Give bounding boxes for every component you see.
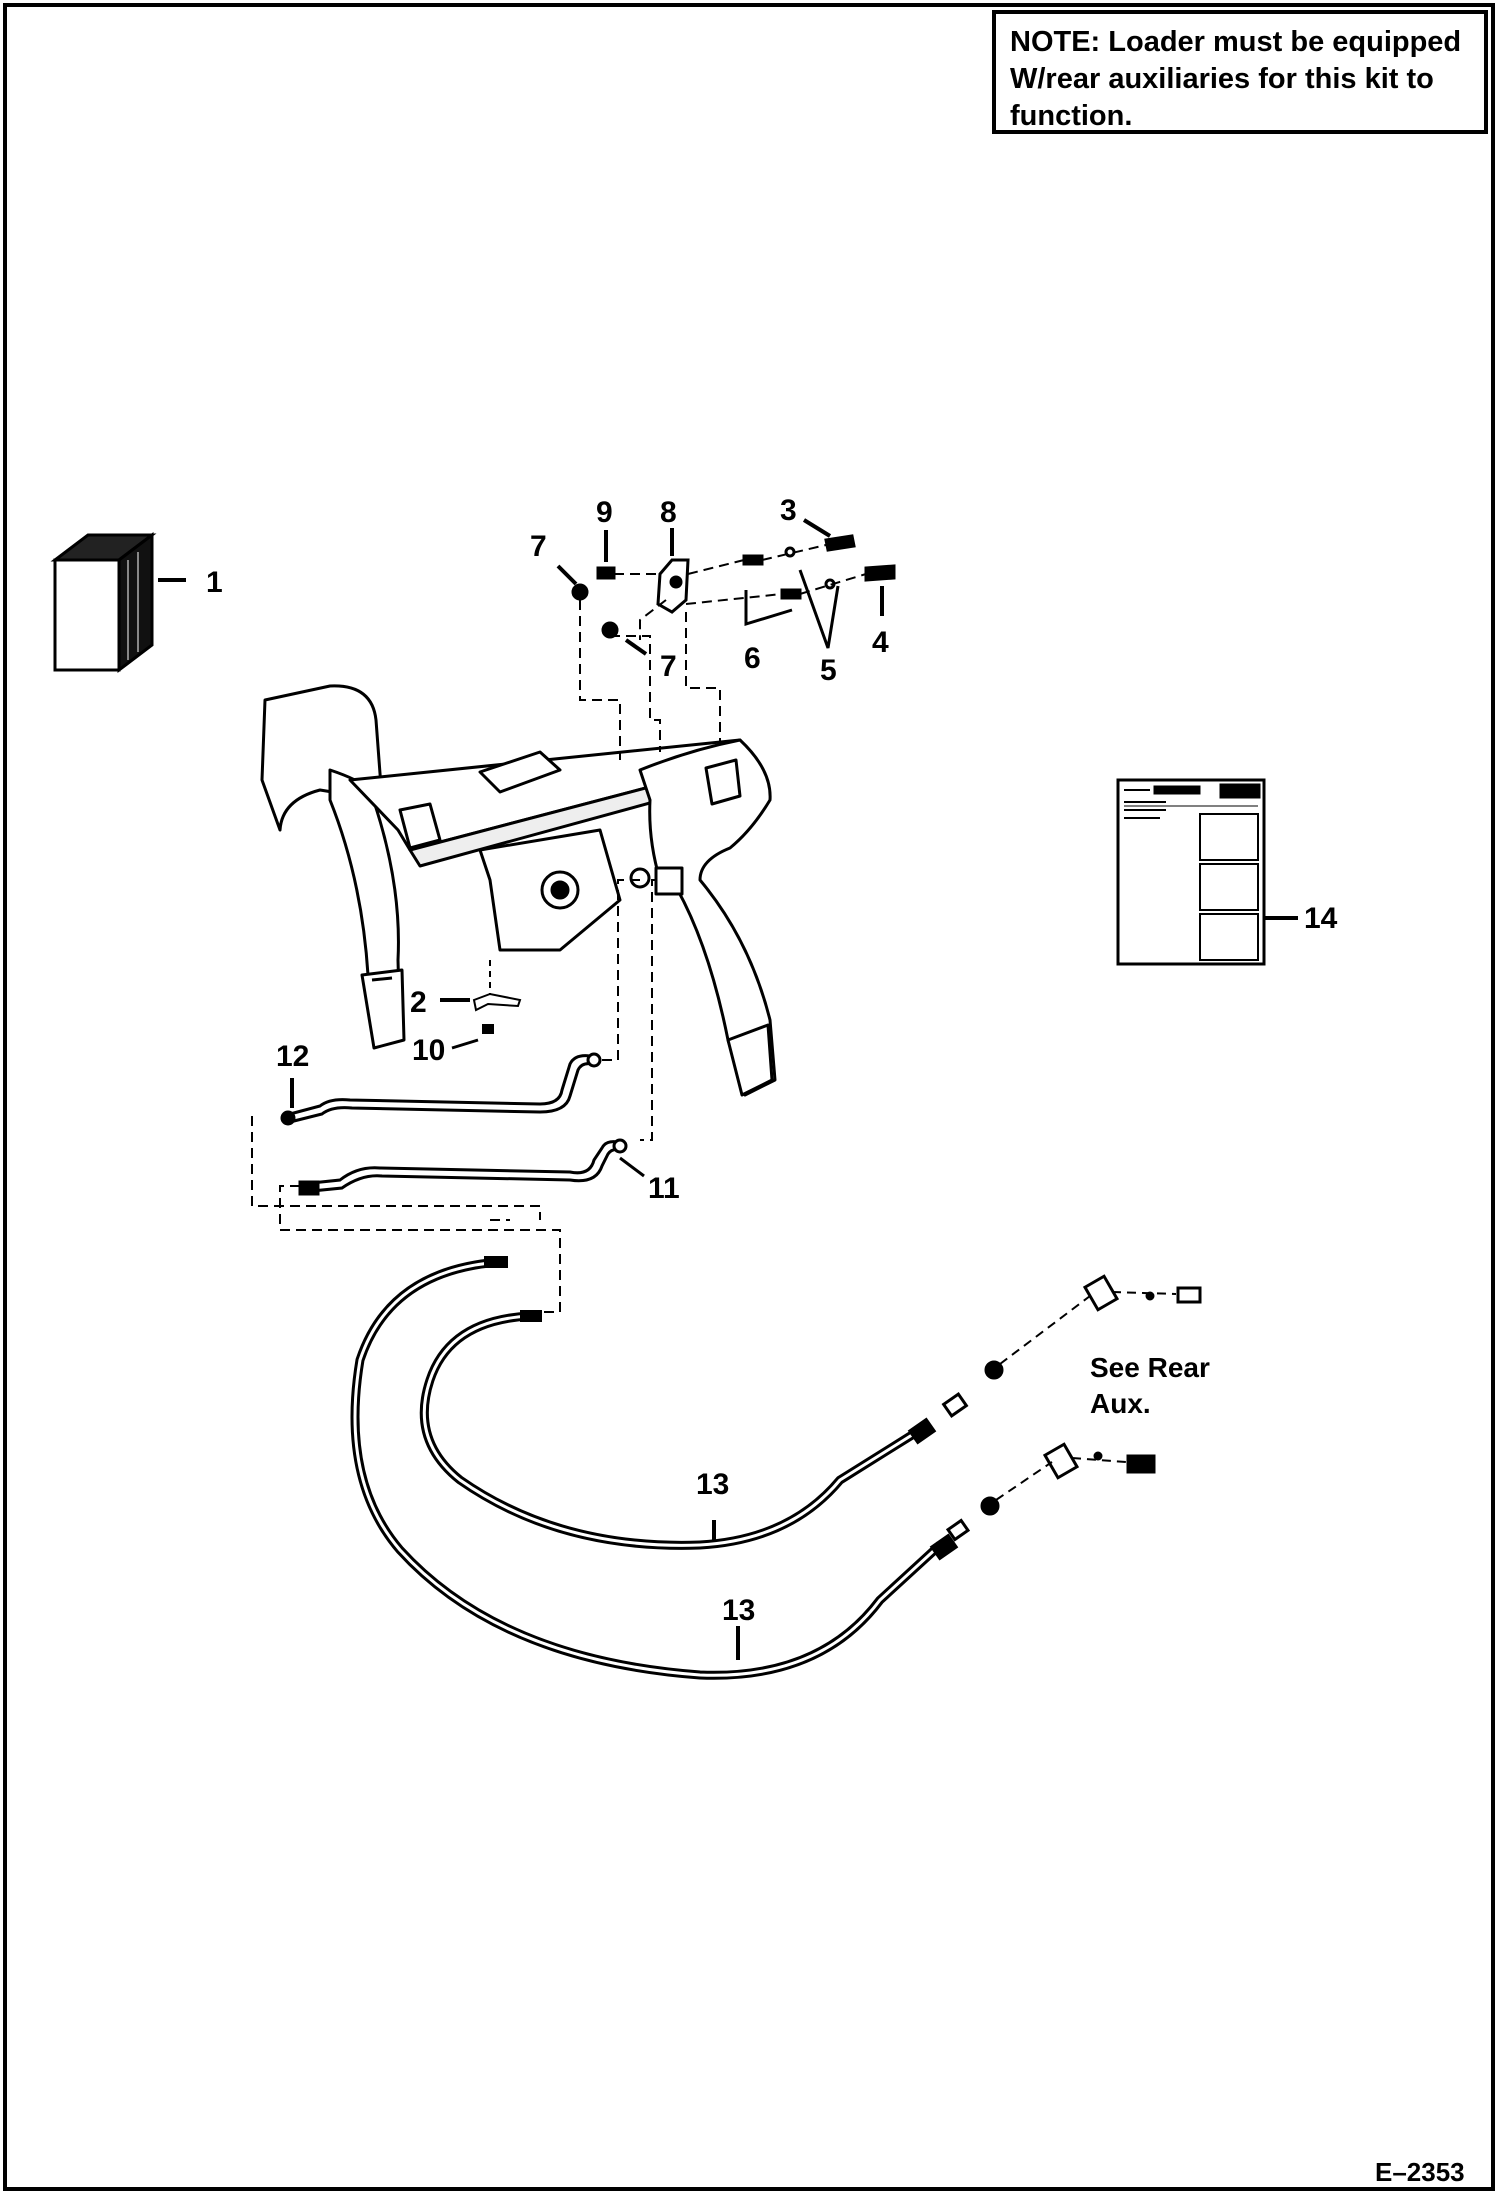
leader-11 bbox=[619, 1156, 645, 1178]
assembly-lines bbox=[251, 544, 867, 1313]
callout-4: 4 bbox=[872, 626, 889, 659]
part-1-cartridge bbox=[50, 531, 157, 674]
callout-2: 2 bbox=[410, 986, 427, 1019]
part-4-fitting bbox=[864, 564, 896, 582]
see-rear-line-2: Aux. bbox=[1090, 1388, 1151, 1419]
part-9-bolt bbox=[596, 566, 616, 580]
part-13-hoses bbox=[350, 1256, 944, 1680]
part-7-nut-upper bbox=[571, 583, 589, 601]
part-11-tube-line bbox=[298, 1138, 628, 1196]
part-3-fitting bbox=[824, 534, 856, 552]
note-line-3: function. bbox=[1010, 100, 1133, 132]
rear-aux-lines bbox=[995, 1291, 1177, 1501]
callout-10: 10 bbox=[412, 1034, 446, 1067]
callout-11: 11 bbox=[648, 1172, 680, 1205]
callout-3: 3 bbox=[780, 494, 797, 527]
callout-12: 12 bbox=[276, 1040, 310, 1073]
hose-end-fittings bbox=[907, 1274, 1202, 1561]
callout-7-lower: 7 bbox=[660, 650, 677, 683]
note-box: NOTE: Loader must be equipped W/rear aux… bbox=[992, 10, 1488, 134]
callout-1: 1 bbox=[206, 566, 223, 599]
drawing-code: E–2353 bbox=[1375, 2157, 1465, 2187]
callout-6: 6 bbox=[744, 642, 761, 675]
callout-13-lower: 13 bbox=[722, 1594, 756, 1627]
callout-8: 8 bbox=[660, 496, 677, 529]
see-rear-aux-reference: See Rear Aux. bbox=[1090, 1350, 1210, 1422]
part-2-clamp bbox=[472, 960, 522, 1012]
leaders-valve bbox=[556, 518, 884, 656]
callout-13-upper: 13 bbox=[696, 1468, 730, 1501]
callout-9: 9 bbox=[596, 496, 613, 529]
leaders-13 bbox=[712, 1520, 740, 1660]
part-12-tube-line bbox=[280, 1052, 602, 1126]
leader-10 bbox=[451, 1038, 479, 1050]
note-line-1: NOTE: Loader must be equipped bbox=[1010, 26, 1462, 58]
part-10-bolt bbox=[482, 1024, 494, 1034]
callout-5: 5 bbox=[820, 654, 837, 687]
part-7-nut-lower bbox=[601, 621, 619, 639]
loader-lift-arms bbox=[260, 684, 777, 1097]
callout-7-upper: 7 bbox=[530, 530, 547, 563]
part-14-instruction-sheet bbox=[1116, 778, 1266, 966]
page-frame bbox=[3, 3, 1495, 2191]
valve-assembly bbox=[571, 534, 896, 639]
note-line-2: W/rear auxiliaries for this kit to bbox=[1010, 63, 1434, 95]
callout-14: 14 bbox=[1304, 902, 1338, 935]
see-rear-line-1: See Rear bbox=[1090, 1352, 1210, 1383]
